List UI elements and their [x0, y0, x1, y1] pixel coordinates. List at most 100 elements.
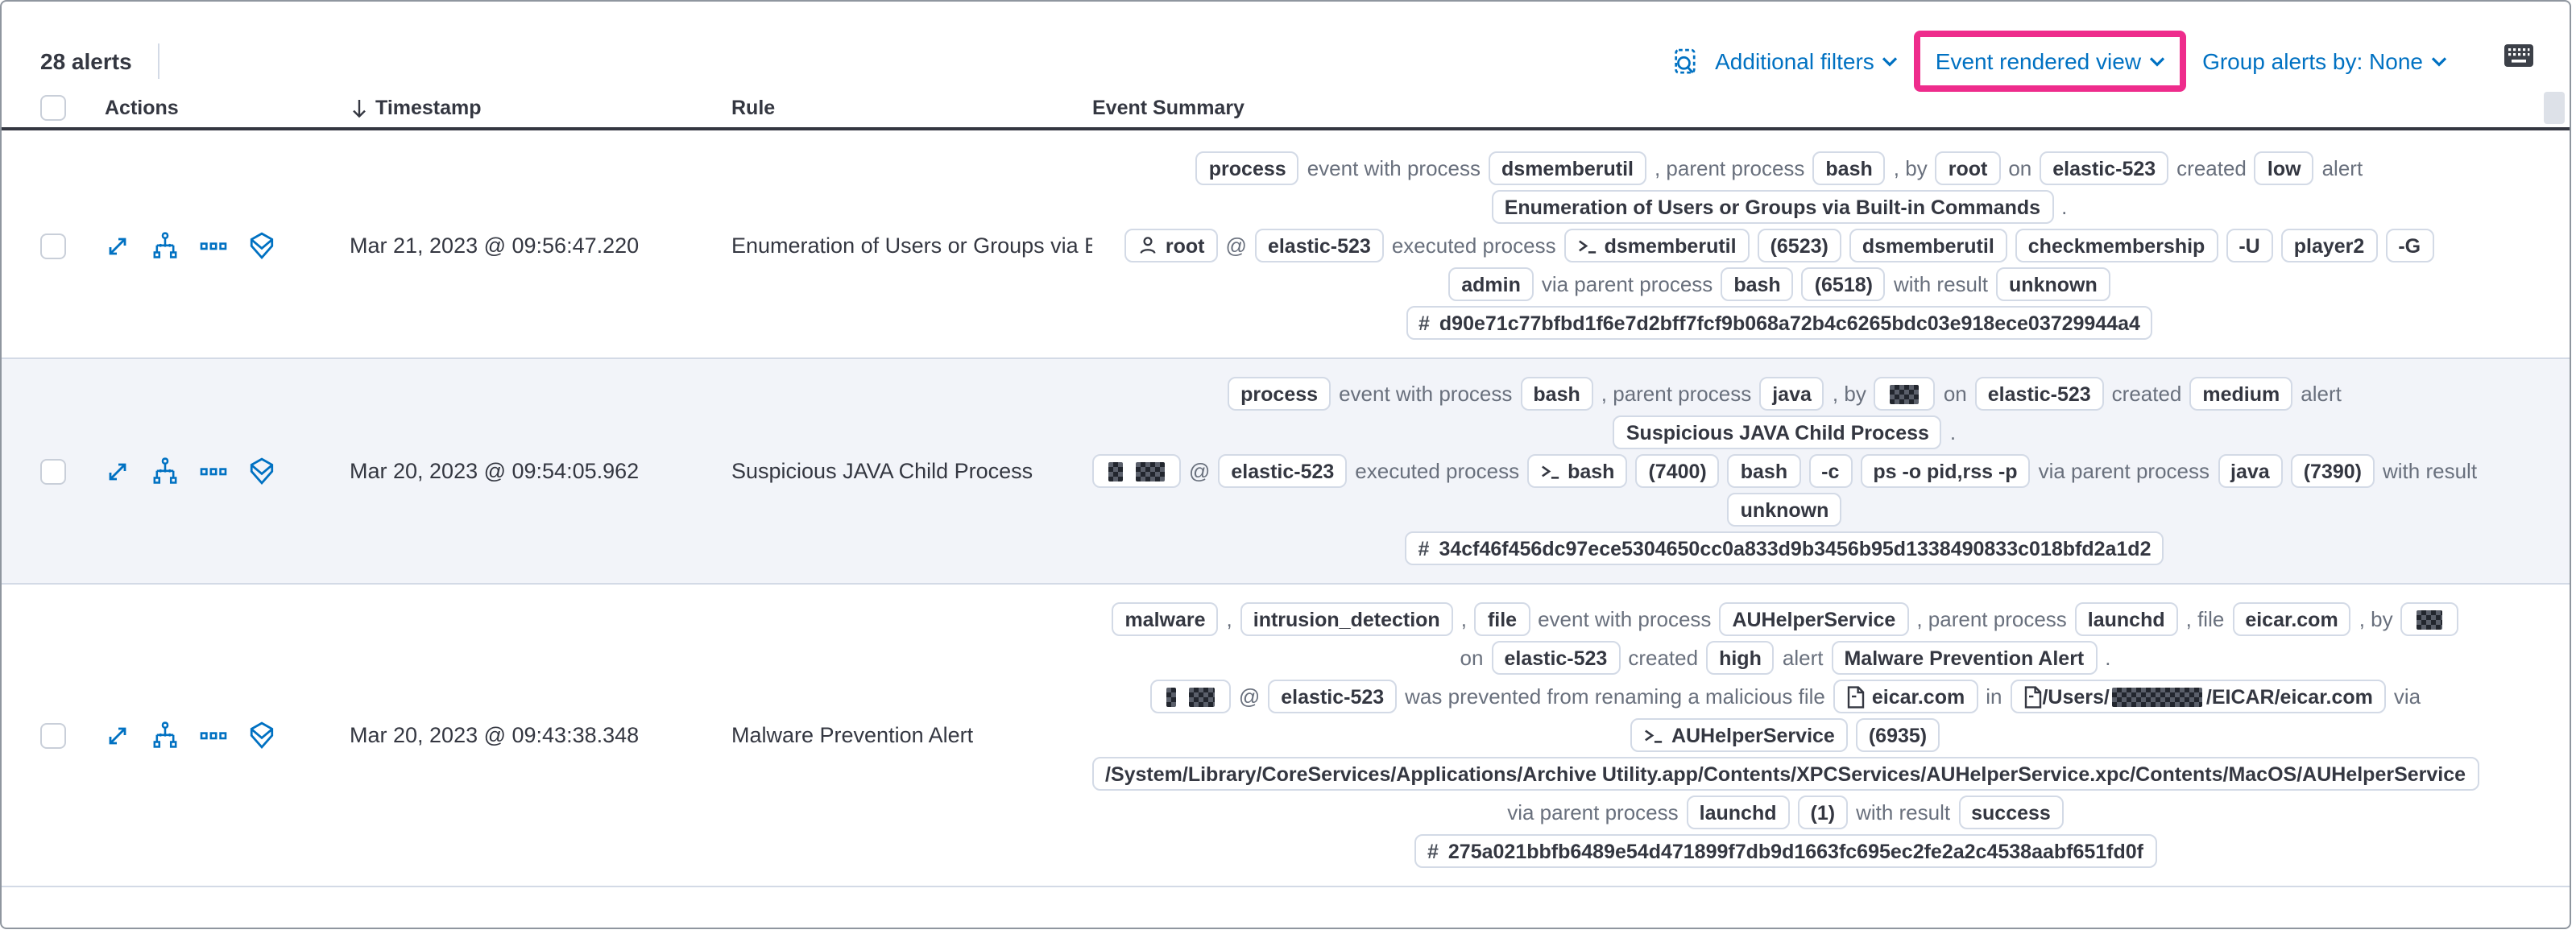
summary-pill[interactable]: [1874, 377, 1936, 411]
additional-filters-button[interactable]: Additional filters: [1715, 48, 1899, 74]
summary-pill[interactable]: eicar.com: [2232, 602, 2351, 636]
analyzer-icon[interactable]: [151, 232, 179, 259]
expand-icon[interactable]: [105, 233, 130, 258]
summary-pill[interactable]: Suspicious JAVA Child Process: [1613, 415, 1942, 449]
more-actions-icon[interactable]: [200, 233, 227, 258]
session-view-icon[interactable]: [248, 457, 275, 485]
summary-pill[interactable]: process: [1228, 377, 1331, 411]
summary-pill[interactable]: /Users//EICAR/eicar.com: [2010, 680, 2386, 713]
summary-text: on: [2008, 156, 2032, 180]
summary-text: , file: [2185, 607, 2225, 631]
pill-text: bash: [1568, 460, 1615, 482]
summary-pill[interactable]: intrusion_detection: [1240, 602, 1453, 636]
pill-text: dsmemberutil: [1862, 234, 1994, 257]
summary-pill[interactable]: -c: [1808, 454, 1853, 488]
row-checkbox[interactable]: [40, 458, 66, 484]
view-selector-button[interactable]: Event rendered view: [1936, 48, 2165, 74]
summary-pill[interactable]: (6518): [1801, 267, 1886, 301]
pill-text: -G: [2398, 234, 2421, 257]
more-actions-icon[interactable]: [200, 722, 227, 748]
summary-pill[interactable]: medium: [2189, 377, 2293, 411]
summary-pill[interactable]: elastic-523: [1974, 377, 2104, 411]
summary-pill[interactable]: #275a021bbfb6489e54d471899f7db9d1663fc69…: [1414, 834, 2157, 868]
summary-pill[interactable]: java: [1759, 377, 1824, 411]
summary-text: with result: [1856, 800, 1951, 824]
hash-icon: #: [1418, 537, 1430, 560]
row-checkbox[interactable]: [40, 722, 66, 748]
select-all-checkbox[interactable]: [40, 95, 66, 121]
summary-pill[interactable]: admin: [1448, 267, 1534, 301]
expand-icon[interactable]: [105, 722, 130, 748]
summary-pill[interactable]: dsmemberutil: [1563, 229, 1750, 262]
summary-pill[interactable]: unknown: [1996, 267, 2110, 301]
summary-pill[interactable]: AUHelperService: [1719, 602, 1909, 636]
summary-pill[interactable]: elastic-523: [1491, 641, 1621, 675]
inspect-icon[interactable]: [1671, 48, 1699, 75]
analyzer-icon[interactable]: [151, 457, 179, 485]
summary-pill[interactable]: bash: [1527, 454, 1628, 488]
summary-pill[interactable]: bash: [1721, 267, 1794, 301]
summary-text: .: [2061, 195, 2068, 219]
summary-pill[interactable]: high: [1706, 641, 1775, 675]
column-header-timestamp[interactable]: Timestamp: [350, 89, 731, 127]
pill-text: elastic-523: [1987, 382, 2091, 405]
session-view-icon[interactable]: [248, 232, 275, 259]
summary-line: #275a021bbfb6489e54d471899f7db9d1663fc69…: [1414, 834, 2157, 868]
summary-pill[interactable]: -G: [2385, 229, 2434, 262]
summary-pill[interactable]: player2: [2280, 229, 2378, 262]
analyzer-icon[interactable]: [151, 721, 179, 749]
summary-pill[interactable]: bash: [1727, 454, 1801, 488]
pill-text: (7390): [2303, 460, 2362, 482]
summary-pill[interactable]: elastic-523: [1268, 680, 1398, 713]
expand-icon[interactable]: [105, 458, 130, 484]
summary-pill[interactable]: #d90e71c77bfbd1f6e7d2bff7fcf9b068a72b4c6…: [1406, 306, 2153, 340]
pill-text: /EICAR/eicar.com: [2205, 685, 2373, 708]
summary-pill[interactable]: java: [2218, 454, 2283, 488]
row-checkbox[interactable]: [40, 233, 66, 258]
summary-pill[interactable]: file: [1474, 602, 1530, 636]
summary-text: , parent process: [1654, 156, 1805, 180]
summary-pill[interactable]: dsmemberutil: [1849, 229, 2007, 262]
summary-pill[interactable]: ps -o pid,rss -p: [1860, 454, 2031, 488]
summary-pill[interactable]: (7390): [2290, 454, 2375, 488]
summary-pill[interactable]: root: [1935, 151, 2001, 185]
summary-pill[interactable]: low: [2254, 151, 2314, 185]
summary-pill[interactable]: malware: [1112, 602, 1219, 636]
summary-pill[interactable]: launchd: [2074, 602, 2178, 636]
summary-pill[interactable]: elastic-523: [1218, 454, 1348, 488]
summary-pill[interactable]: (1): [1797, 796, 1849, 829]
summary-pill[interactable]: dsmemberutil: [1489, 151, 1646, 185]
summary-pill[interactable]: (6935): [1855, 718, 1940, 752]
summary-pill[interactable]: eicar.com: [1833, 680, 1978, 713]
summary-pill[interactable]: [1092, 454, 1181, 488]
summary-pill[interactable]: [1149, 680, 1231, 713]
summary-pill[interactable]: Malware Prevention Alert: [1831, 641, 2098, 675]
summary-pill[interactable]: launchd: [1686, 796, 1790, 829]
summary-pill[interactable]: process: [1195, 151, 1299, 185]
summary-pill[interactable]: bash: [1812, 151, 1886, 185]
summary-pill[interactable]: Enumeration of Users or Groups via Built…: [1491, 190, 2054, 224]
summary-pill[interactable]: elastic-523: [1254, 229, 1384, 262]
session-view-icon[interactable]: [248, 721, 275, 749]
summary-pill[interactable]: #34cf46f456dc97ece5304650cc0a833d9b3456b…: [1405, 531, 2164, 565]
summary-pill[interactable]: [2400, 602, 2459, 636]
keyboard-icon[interactable]: [2504, 43, 2534, 68]
summary-pill[interactable]: bash: [1520, 377, 1593, 411]
group-alerts-by-button[interactable]: Group alerts by: None: [2202, 48, 2447, 74]
chevron-down-icon: [2431, 56, 2447, 66]
summary-pill[interactable]: (6523): [1757, 229, 1841, 262]
summary-pill[interactable]: root: [1124, 229, 1218, 262]
more-actions-icon[interactable]: [200, 458, 227, 484]
summary-pill[interactable]: AUHelperService: [1630, 718, 1848, 752]
summary-pill[interactable]: unknown: [1727, 493, 1842, 527]
summary-pill[interactable]: checkmembership: [2015, 229, 2218, 262]
summary-pill[interactable]: (7400): [1635, 454, 1720, 488]
summary-pill[interactable]: elastic-523: [2040, 151, 2169, 185]
summary-pill[interactable]: -U: [2226, 229, 2273, 262]
summary-pill[interactable]: success: [1958, 796, 2064, 829]
summary-pill[interactable]: /System/Library/CoreServices/Application…: [1092, 757, 2479, 791]
scrollbar-thumb[interactable]: [2544, 92, 2565, 124]
